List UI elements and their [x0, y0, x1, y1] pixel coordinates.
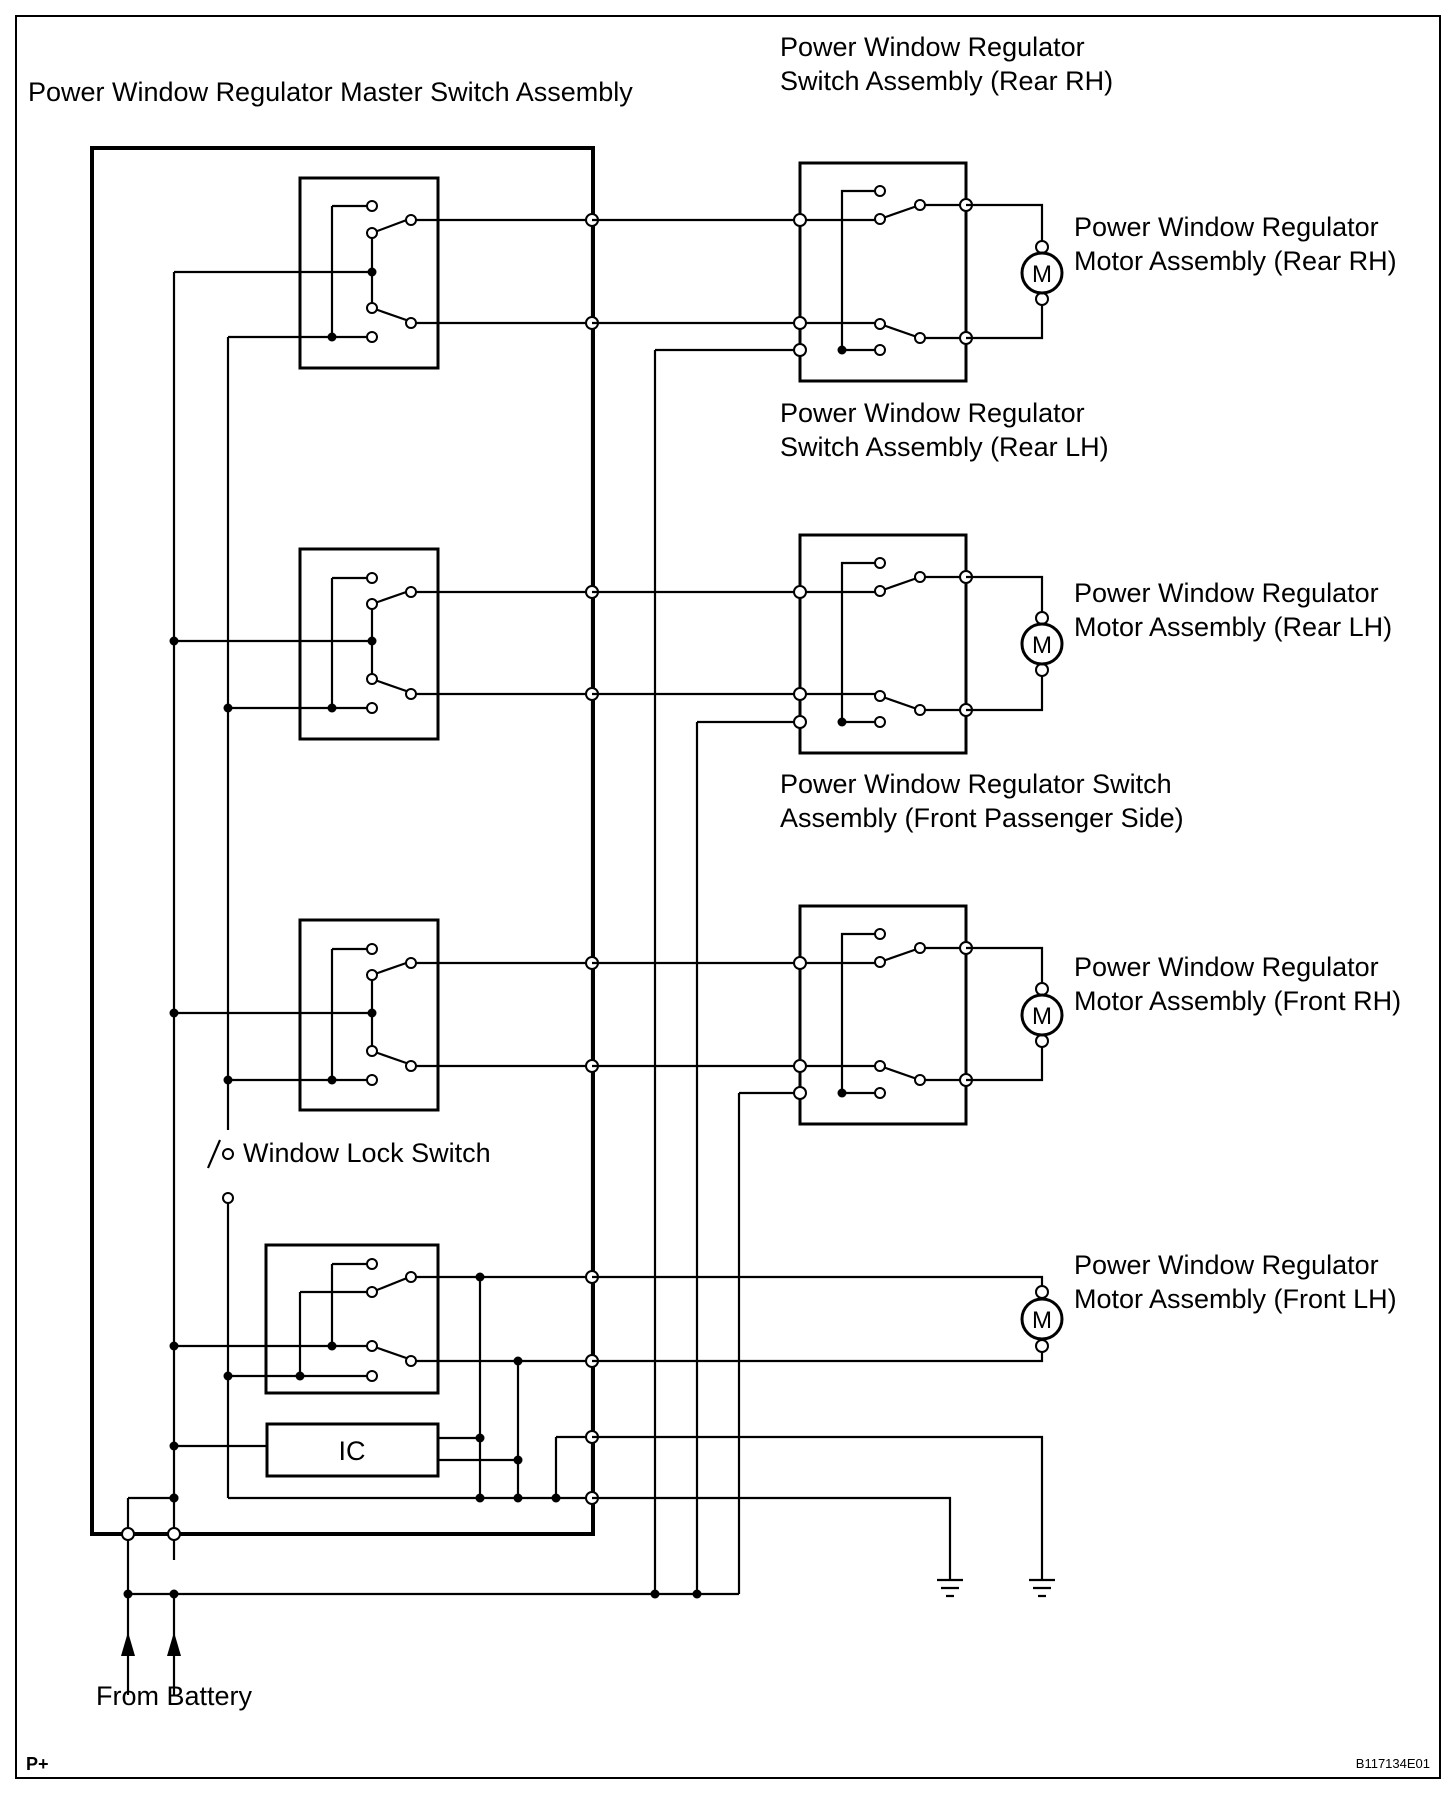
from-battery-label: From Battery — [96, 1681, 253, 1711]
ground-symbol — [1029, 1578, 1055, 1598]
page-marker: P+ — [26, 1754, 49, 1774]
motor-front-rh-label-line2: Motor Assembly (Front RH) — [1074, 986, 1401, 1016]
battery-arrow — [167, 1632, 181, 1695]
inter-assembly-wiring — [126, 218, 1044, 1640]
motor-front-rh: M — [966, 946, 1064, 1082]
master-box-connectors — [121, 213, 599, 1541]
rear-lh-switch-label-line1: Power Window Regulator — [780, 398, 1085, 428]
figure-code: B117134E01 — [1356, 1756, 1430, 1771]
motor-front-lh-label-line2: Motor Assembly (Front LH) — [1074, 1284, 1397, 1314]
motor-rear-rh-label-line2: Motor Assembly (Rear RH) — [1074, 246, 1397, 276]
motor-symbol: M — [1032, 261, 1052, 288]
ground-symbol — [937, 1578, 963, 1598]
ic-label: IC — [339, 1436, 366, 1466]
battery-arrow — [121, 1632, 135, 1695]
motor-symbol: M — [1032, 632, 1052, 659]
motor-front-lh-label-line1: Power Window Regulator — [1074, 1250, 1379, 1280]
motor-front-lh: M — [1020, 1285, 1064, 1353]
window-lock-switch-label: Window Lock Switch — [243, 1138, 491, 1168]
motor-rear-lh-label-line1: Power Window Regulator — [1074, 578, 1379, 608]
master-switch-rear-lh — [298, 547, 440, 741]
front-passenger-switch-label-line1: Power Window Regulator Switch — [780, 769, 1172, 799]
ic-box — [265, 1422, 440, 1478]
rear-rh-switch-label-line1: Power Window Regulator — [780, 32, 1085, 62]
rear-rh-switch-label-line2: Switch Assembly (Rear RH) — [780, 66, 1113, 96]
motor-rear-lh-label-line2: Motor Assembly (Rear LH) — [1074, 612, 1392, 642]
page-frame — [15, 15, 1441, 1779]
switch-assembly-rear-rh — [793, 161, 973, 383]
switch-assembly-front-passenger — [793, 904, 973, 1126]
master-switch-label: Power Window Regulator Master Switch Ass… — [28, 77, 633, 107]
motor-front-rh-label-line1: Power Window Regulator — [1074, 952, 1379, 982]
window-lock-switch — [206, 1139, 234, 1204]
master-internal-wiring — [126, 204, 594, 1594]
master-switch-front-lh — [264, 1243, 440, 1395]
motor-rear-lh: M — [966, 575, 1064, 712]
motor-symbol: M — [1032, 1003, 1052, 1030]
motor-rear-rh-label-line1: Power Window Regulator — [1074, 212, 1379, 242]
rear-lh-switch-label-line2: Switch Assembly (Rear LH) — [780, 432, 1109, 462]
motor-rear-rh: M — [966, 203, 1064, 340]
master-switch-contacts — [366, 200, 417, 1382]
master-switch-front-rh — [298, 918, 440, 1112]
switch-assembly-rear-lh — [793, 533, 973, 755]
bus-junction-dots — [123, 1493, 702, 1599]
master-switch-assembly-box — [90, 146, 595, 1536]
front-passenger-switch-label-line2: Assembly (Front Passenger Side) — [780, 803, 1184, 833]
motor-symbol: M — [1032, 1307, 1052, 1334]
